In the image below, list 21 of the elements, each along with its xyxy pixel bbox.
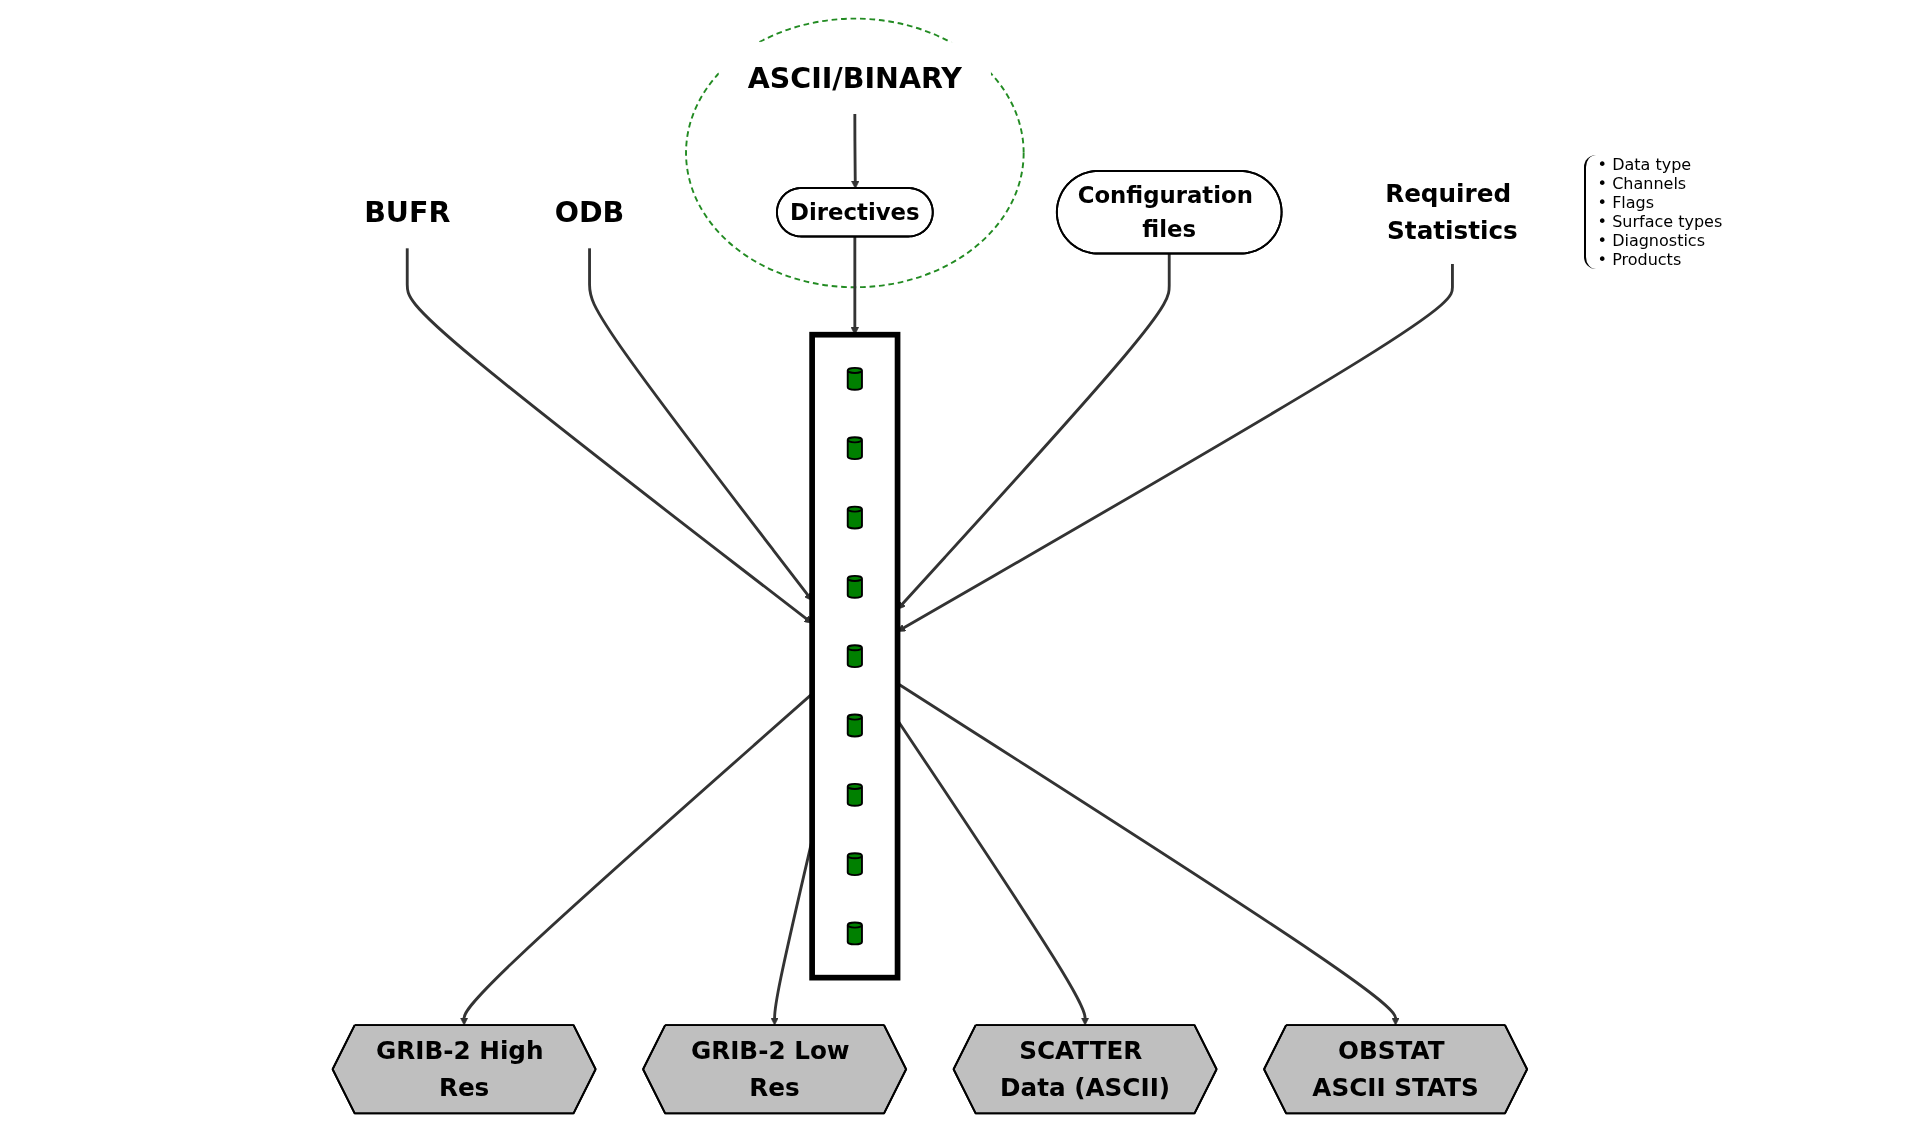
list-item: • Products	[1597, 250, 1683, 270]
arrow	[850, 113, 860, 189]
node-text: BUFR	[363, 195, 451, 229]
node-cylinder	[846, 574, 863, 599]
node-cylinder	[846, 505, 863, 530]
cluster	[809, 331, 901, 981]
node-cylinder	[846, 644, 863, 669]
node-cylinder	[846, 782, 863, 807]
list-item: • Surface types	[1597, 212, 1723, 232]
list-item: • Data type	[1597, 155, 1693, 175]
list-item: • Flags	[1597, 193, 1656, 213]
node-cylinder	[846, 852, 863, 877]
node-cylinder	[846, 921, 863, 946]
node-text: Required Statistics	[1384, 179, 1518, 245]
node-cylinder	[846, 366, 863, 391]
node-text: ODB	[554, 195, 625, 229]
list-item: • Diagnostics	[1597, 231, 1706, 251]
node-cylinder	[846, 713, 863, 738]
cluster	[684, 17, 1025, 289]
node-cylinder	[846, 436, 863, 461]
list-item: • Channels	[1597, 174, 1688, 194]
